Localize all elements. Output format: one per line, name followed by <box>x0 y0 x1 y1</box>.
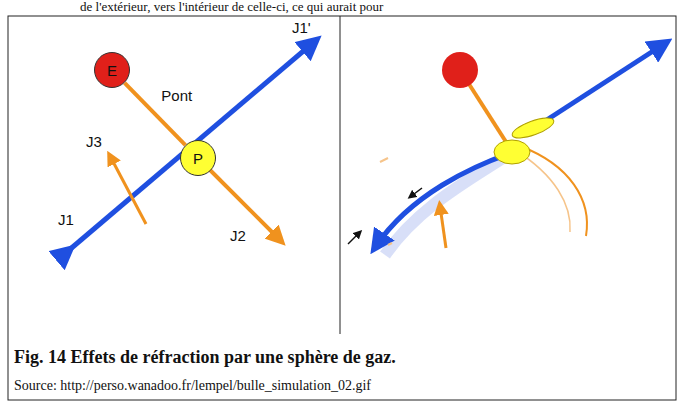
ray-j1 <box>68 42 314 251</box>
small-arrow <box>348 232 360 244</box>
gas-sphere-shift <box>510 114 556 142</box>
node-letter: E <box>107 63 117 78</box>
orange-arc-faint <box>515 150 570 232</box>
source-note: Source: http://perso.wanadoo.fr/lempel/b… <box>14 378 371 393</box>
edge-label: Pont <box>161 88 192 105</box>
node-circle: E <box>94 52 130 88</box>
small-arrow <box>410 188 422 197</box>
ray-label: J1 <box>58 212 74 229</box>
frame <box>8 16 676 400</box>
ray-label: J3 <box>86 134 102 151</box>
panel-divider <box>340 16 341 334</box>
tick-mark <box>388 243 392 245</box>
ray-j3 <box>110 156 146 224</box>
ray-band <box>385 150 515 255</box>
node-letter: P <box>193 151 203 166</box>
ray-refracted <box>376 150 520 246</box>
body-text: de l'extérieur, vers l'intérieur de cell… <box>80 0 383 14</box>
tick-mark <box>380 158 388 162</box>
emitter <box>442 52 478 88</box>
figure-caption: Fig. 14 Effets de réfraction par une sph… <box>14 348 396 368</box>
ray-small <box>440 206 446 248</box>
gas-sphere <box>494 140 530 164</box>
ray-label: J2 <box>230 228 246 245</box>
node-circle: P <box>180 140 216 176</box>
ray-label: J1' <box>292 20 311 37</box>
